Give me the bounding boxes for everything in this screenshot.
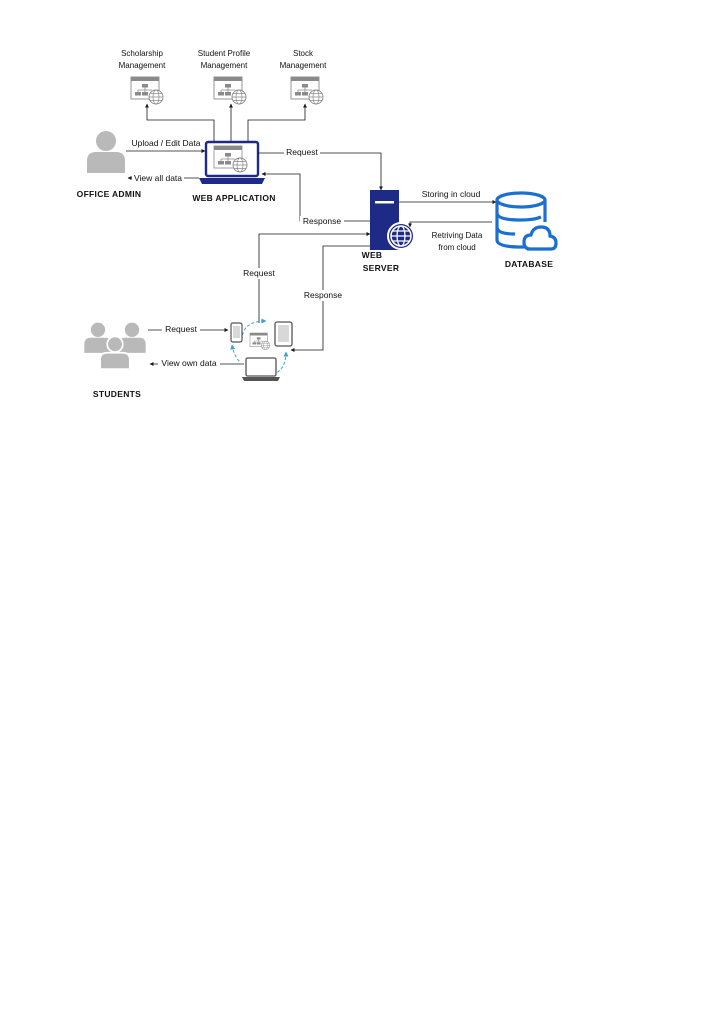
students: STUDENTS <box>84 322 146 399</box>
web-server-label-line2: SERVER <box>363 263 400 273</box>
edge-devices-request: Request <box>240 232 371 323</box>
edge-label: Request <box>243 268 275 278</box>
module-connectors <box>145 103 307 142</box>
edge-label: Upload / Edit Data <box>132 138 201 148</box>
phone-icon <box>230 322 243 343</box>
module-label-line1: Student Profile <box>198 49 251 58</box>
edge-label: Storing in cloud <box>422 189 481 199</box>
edge-label: View all data <box>134 173 182 183</box>
module-label-line2: Management <box>280 61 327 70</box>
module-scholarship: Scholarship Management <box>119 49 166 105</box>
module-label-line2: Management <box>201 61 248 70</box>
laptop-small-icon <box>242 357 280 381</box>
database: DATABASE <box>495 191 558 269</box>
laptop-icon <box>199 140 265 184</box>
edge-retrieving: Retriving Data from cloud <box>408 221 492 252</box>
edge-label: Request <box>286 147 318 157</box>
module-stock: Stock Management <box>280 49 327 105</box>
web-module-small-icon <box>249 332 271 351</box>
edge-storing: Storing in cloud <box>399 189 497 204</box>
edge-label: Response <box>303 216 342 226</box>
edge-devices-response: Response <box>290 245 370 352</box>
office-admin-label: OFFICE ADMIN <box>77 189 142 199</box>
edge-app-response: Response <box>261 172 370 227</box>
module-label-line2: Management <box>119 61 166 70</box>
students-group-icon <box>84 322 146 371</box>
module-label-line1: Scholarship <box>121 49 163 58</box>
edge-students-view: View own data <box>149 358 244 369</box>
web-application-label: WEB APPLICATION <box>192 193 275 203</box>
edge-upload-edit: Upload / Edit Data <box>126 138 206 153</box>
web-server-label-line1: WEB <box>362 250 383 260</box>
edge-app-request: Request <box>258 147 383 191</box>
edge-label-line2: from cloud <box>438 243 475 252</box>
students-label: STUDENTS <box>93 389 141 399</box>
database-cloud-icon <box>495 191 558 251</box>
module-window-icon <box>290 76 324 105</box>
database-label: DATABASE <box>505 259 553 269</box>
web-server: WEB SERVER <box>362 190 415 273</box>
server-icon <box>370 190 415 250</box>
edge-label: View own data <box>161 358 216 368</box>
web-application: WEB APPLICATION <box>192 140 275 203</box>
module-student-profile: Student Profile Management <box>198 49 251 105</box>
module-label-line1: Stock <box>293 49 314 58</box>
office-admin-person-icon <box>87 131 125 173</box>
devices-cluster <box>230 318 293 381</box>
edge-label: Request <box>165 324 197 334</box>
edge-students-request: Request <box>148 324 229 335</box>
tablet-icon <box>274 321 293 347</box>
edge-label-line1: Retriving Data <box>432 231 483 240</box>
module-window-icon <box>213 76 247 105</box>
module-window-icon <box>130 76 164 105</box>
office-admin: OFFICE ADMIN <box>77 131 142 199</box>
sync-arrow-icon <box>230 344 241 363</box>
edge-label: Response <box>304 290 343 300</box>
edge-view-all: View all data <box>127 172 199 183</box>
